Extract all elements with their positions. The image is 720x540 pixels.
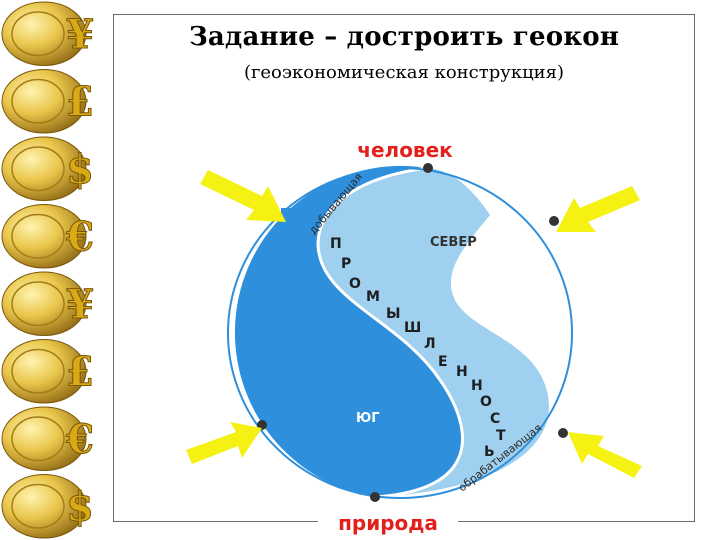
- coin-column: ¥ £ $ € ¥ £ € $: [1, 1, 94, 539]
- pound-coin-icon: £: [1, 69, 94, 134]
- industry-letter: С: [490, 411, 500, 427]
- node-dot: [257, 420, 267, 430]
- yen-coin-icon: ¥: [1, 1, 94, 66]
- node-dot: [558, 428, 568, 438]
- pound-coin-icon: £: [1, 339, 94, 404]
- coin-symbol: £: [66, 78, 94, 125]
- coin-symbol: $: [66, 146, 94, 193]
- south-region: [234, 165, 463, 498]
- industry-letter: Л: [424, 336, 436, 352]
- slide-title: Задание – достроить геокон: [188, 22, 620, 52]
- yen-coin-icon: ¥: [1, 271, 94, 336]
- industry-letter: Ь: [484, 444, 495, 460]
- industry-letter: О: [480, 394, 492, 410]
- arrow-bottom-left: [186, 422, 262, 464]
- node-dot: [549, 216, 559, 226]
- industry-letter: М: [366, 289, 380, 305]
- slide-subtitle: (геоэкономическая конструкция): [243, 62, 565, 83]
- notch-mark: [281, 208, 291, 220]
- industry-letter: Р: [341, 256, 351, 272]
- coin-symbol: $: [66, 483, 94, 530]
- node-dot: [423, 163, 433, 173]
- industry-letter: Н: [471, 378, 483, 394]
- south-industry-divider: [316, 166, 464, 499]
- coin-symbol: €: [65, 213, 94, 260]
- industry-letter: Т: [496, 428, 506, 444]
- euro-coin-icon: €: [1, 204, 94, 269]
- coin-symbol: €: [65, 416, 94, 463]
- euro-coin-icon: €: [1, 406, 94, 471]
- arrow-top-right: [556, 186, 640, 232]
- industry-letter: О: [349, 276, 361, 292]
- industry-letter: Ы: [386, 306, 401, 322]
- coin-symbol: ¥: [66, 11, 94, 58]
- arrow-top-left: [200, 170, 286, 222]
- arrow-bottom-right: [568, 432, 642, 478]
- industry-letter: Е: [438, 354, 448, 370]
- top-label-human: человек: [357, 138, 453, 162]
- bottom-label-nature: природа: [318, 511, 458, 535]
- industry-band: [318, 168, 549, 497]
- south-label: ЮГ: [356, 411, 380, 426]
- outer-circle: [227, 167, 573, 499]
- dollar-coin-icon: $: [1, 474, 94, 539]
- coin-symbol: ¥: [66, 281, 94, 328]
- coin-symbol: £: [66, 348, 94, 395]
- node-dot: [370, 492, 380, 502]
- dollar-coin-icon: $: [1, 136, 94, 201]
- industry-letter: Ш: [404, 320, 421, 336]
- industry-letter: Н: [456, 364, 468, 380]
- industry-letter: П: [330, 236, 342, 252]
- north-label: СЕВЕР: [430, 235, 477, 250]
